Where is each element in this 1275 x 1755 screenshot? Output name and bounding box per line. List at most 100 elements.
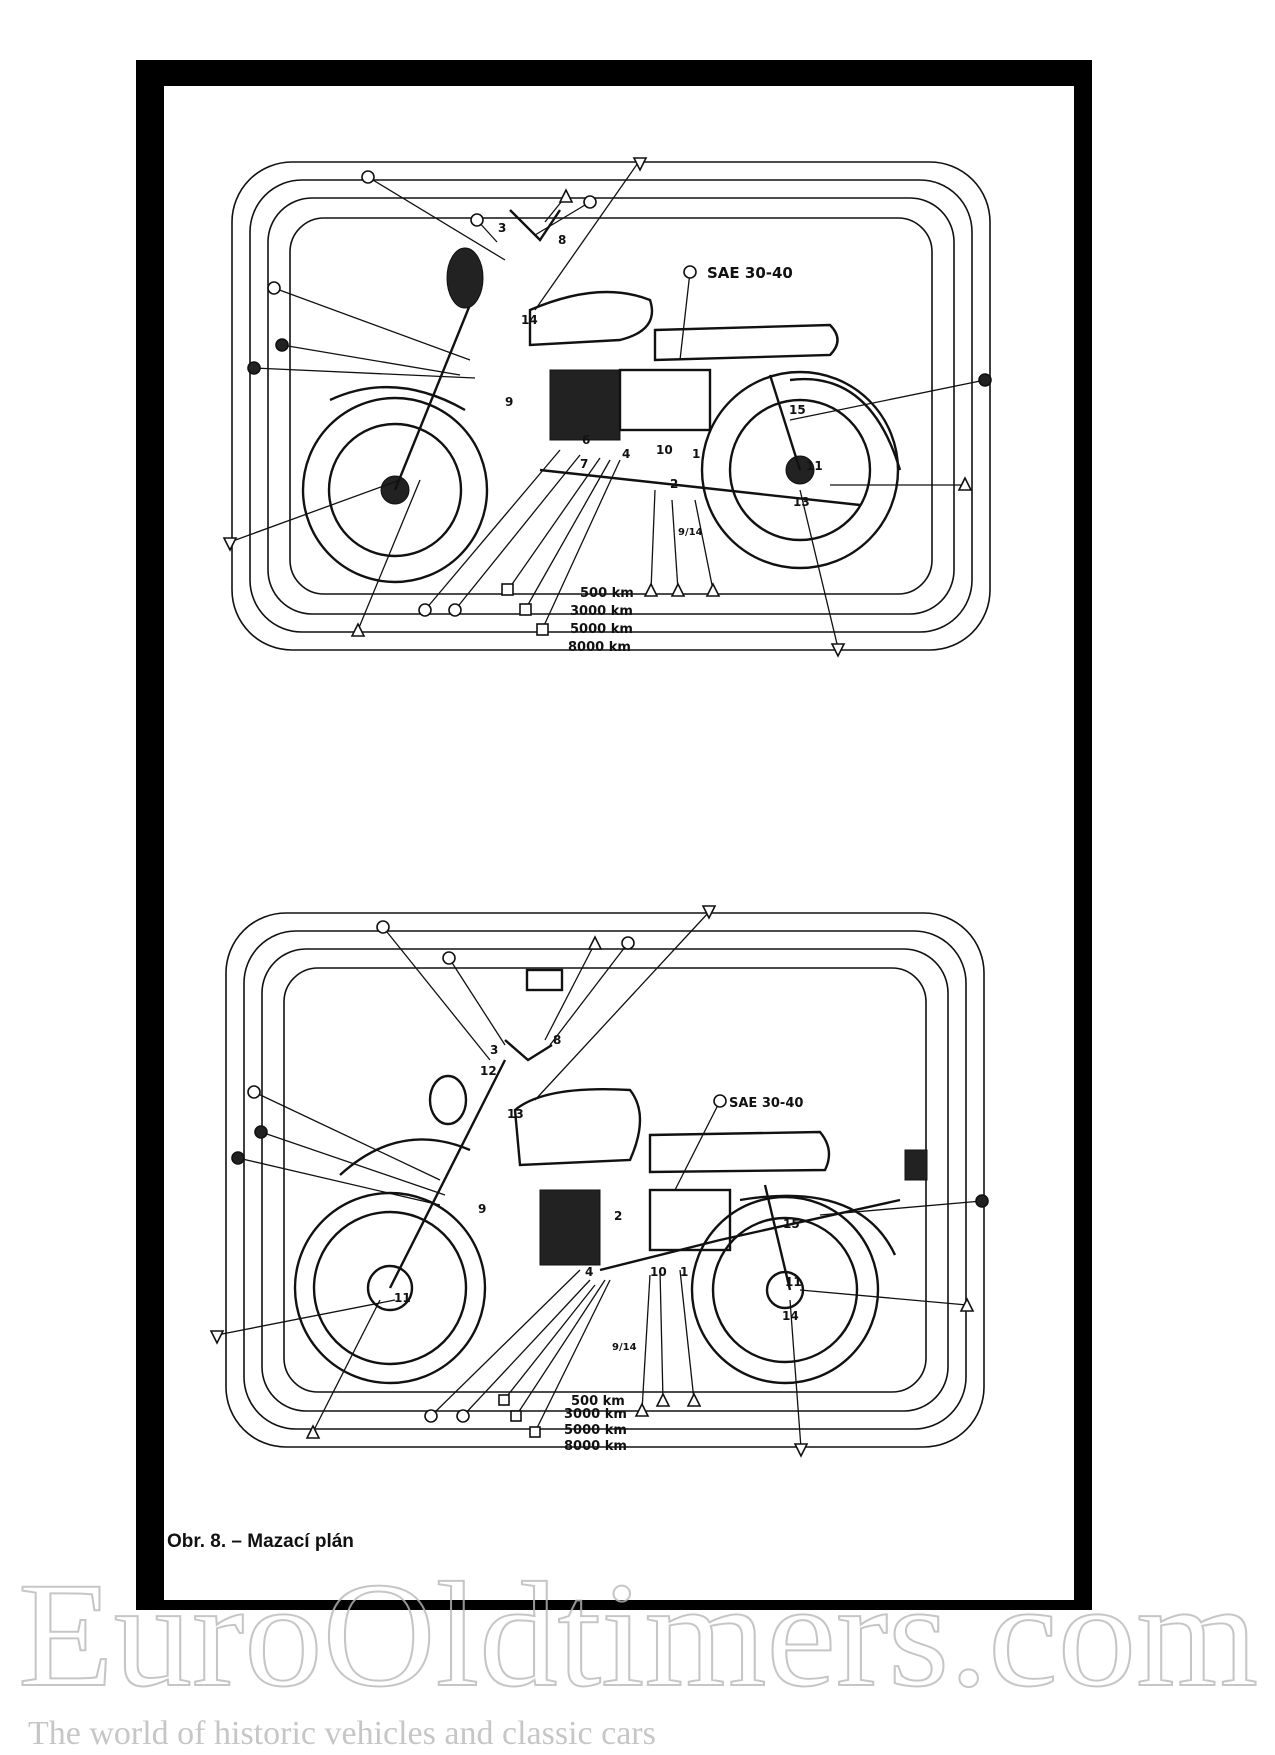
diagram-bottom: 3 12 8 13 9 4 2 10 1 15 11 14 11 9/14 SA… xyxy=(209,905,989,1458)
headlight xyxy=(428,1074,468,1126)
part-number: 8 xyxy=(553,1033,561,1047)
part-number: 8 xyxy=(558,233,566,247)
part-number: 11 xyxy=(785,1275,802,1289)
rear-mudguard xyxy=(789,377,902,471)
open-square-icon xyxy=(501,583,514,596)
watermark: EuroOldtimers.com The world of historic … xyxy=(17,1551,1259,1752)
open-circle-icon xyxy=(376,920,390,934)
part-number: 9/14 xyxy=(612,1342,637,1353)
open-circle-icon xyxy=(267,281,281,295)
interval-label-3000: 3000 km xyxy=(564,1407,627,1422)
handlebar xyxy=(504,1039,553,1062)
rear-rim xyxy=(728,398,872,542)
frame-ring-500 xyxy=(289,217,933,595)
engine xyxy=(549,369,621,441)
part-number: 9/14 xyxy=(678,527,703,538)
oil-grade-label: SAE 30-40 xyxy=(729,1096,803,1111)
frame-ring-8000 xyxy=(225,912,985,1448)
open-triangle-icon xyxy=(305,1424,321,1439)
part-number: 14 xyxy=(782,1309,799,1323)
open-circle-icon xyxy=(361,170,375,184)
frame-ring-3000 xyxy=(267,197,955,615)
part-number: 2 xyxy=(614,1209,622,1223)
part-number: 15 xyxy=(783,1217,800,1231)
front-mudguard xyxy=(329,386,466,412)
open-square-icon xyxy=(510,1410,522,1422)
watermark-subtitle: The world of historic vehicles and class… xyxy=(28,1715,656,1752)
open-triangle-icon xyxy=(701,905,717,920)
open-circle-icon xyxy=(448,603,462,617)
part-number: 15 xyxy=(789,403,806,417)
open-triangle-icon xyxy=(705,582,721,597)
part-number: 6 xyxy=(582,433,590,447)
interval-label-5000: 5000 km xyxy=(564,1423,627,1438)
filled-circle-icon xyxy=(275,338,289,352)
part-number: 2 xyxy=(670,477,678,491)
watermark-title: EuroOldtimers.com xyxy=(18,1552,1258,1718)
handlebar xyxy=(509,209,561,242)
open-circle-icon xyxy=(424,1409,438,1423)
part-number: 13 xyxy=(793,495,810,509)
open-circle-icon xyxy=(456,1409,470,1423)
open-triangle-icon xyxy=(670,582,686,597)
frame-ring-3000 xyxy=(261,948,949,1412)
open-triangle-icon xyxy=(643,582,659,597)
open-triangle-icon xyxy=(957,476,973,491)
interval-label-500: 500 km xyxy=(580,586,634,601)
open-circle-icon xyxy=(470,213,484,227)
filled-circle-icon xyxy=(247,361,261,375)
filled-circle-icon xyxy=(231,1151,245,1165)
interval-label-8000: 8000 km xyxy=(564,1439,627,1454)
open-triangle-icon xyxy=(558,188,574,203)
rear-wheel xyxy=(690,1195,880,1385)
part-number: 3 xyxy=(498,221,506,235)
part-number: 4 xyxy=(585,1265,593,1279)
figure-caption: Obr. 8. – Mazací plán xyxy=(167,1531,354,1552)
part-numbers-bottom: 3 12 8 13 9 4 2 10 1 15 11 14 11 9/14 xyxy=(394,1033,802,1353)
interval-labels-bottom: 500 km 3000 km 5000 km 8000 km xyxy=(564,1394,627,1454)
part-number: 12 xyxy=(480,1064,497,1078)
part-number: 4 xyxy=(622,447,630,461)
frame-ring-8000 xyxy=(231,161,991,651)
front-rim xyxy=(327,422,463,558)
open-triangle-icon xyxy=(959,1297,975,1312)
headlight xyxy=(446,247,484,309)
rear-mudguard xyxy=(739,1194,897,1256)
part-number: 11 xyxy=(806,459,823,473)
open-triangle-icon xyxy=(632,157,648,172)
open-square-icon xyxy=(529,1426,541,1438)
open-triangle-icon xyxy=(793,1443,809,1458)
rear-rim xyxy=(711,1216,859,1364)
front-hub xyxy=(366,1264,414,1312)
motorcycle-top xyxy=(301,209,902,584)
rear-wheel xyxy=(700,370,900,570)
open-square-icon xyxy=(498,1394,510,1406)
part-number: 3 xyxy=(490,1043,498,1057)
open-square-icon xyxy=(519,603,532,616)
seat xyxy=(648,1130,831,1174)
rear-shock xyxy=(763,1184,792,1291)
filled-circle-icon xyxy=(978,373,992,387)
part-number: 9 xyxy=(505,395,513,409)
open-triangle-icon xyxy=(350,622,366,637)
tail-light xyxy=(904,1149,928,1181)
front-fork xyxy=(393,279,482,491)
open-triangle-icon xyxy=(222,537,238,552)
part-numbers-top: 3 8 14 9 6 7 4 10 1 2 15 11 13 9/14 xyxy=(498,221,823,538)
mirror xyxy=(525,968,564,992)
filled-circle-icon xyxy=(975,1194,989,1208)
open-circle-icon xyxy=(683,265,697,279)
frame-ring-5000 xyxy=(243,930,967,1430)
part-number: 1 xyxy=(692,447,700,461)
part-number: 9 xyxy=(478,1202,486,1216)
part-number: 10 xyxy=(650,1265,667,1279)
interval-label-500: 500 km xyxy=(571,1394,625,1409)
interval-labels-top: 500 km 3000 km 5000 km 8000 km xyxy=(568,586,634,655)
open-triangle-icon xyxy=(587,935,603,950)
part-number: 1 xyxy=(680,1265,688,1279)
open-circle-icon xyxy=(247,1085,261,1099)
fuel-tank xyxy=(528,290,654,347)
open-circle-icon xyxy=(583,195,597,209)
front-rim xyxy=(312,1210,468,1366)
